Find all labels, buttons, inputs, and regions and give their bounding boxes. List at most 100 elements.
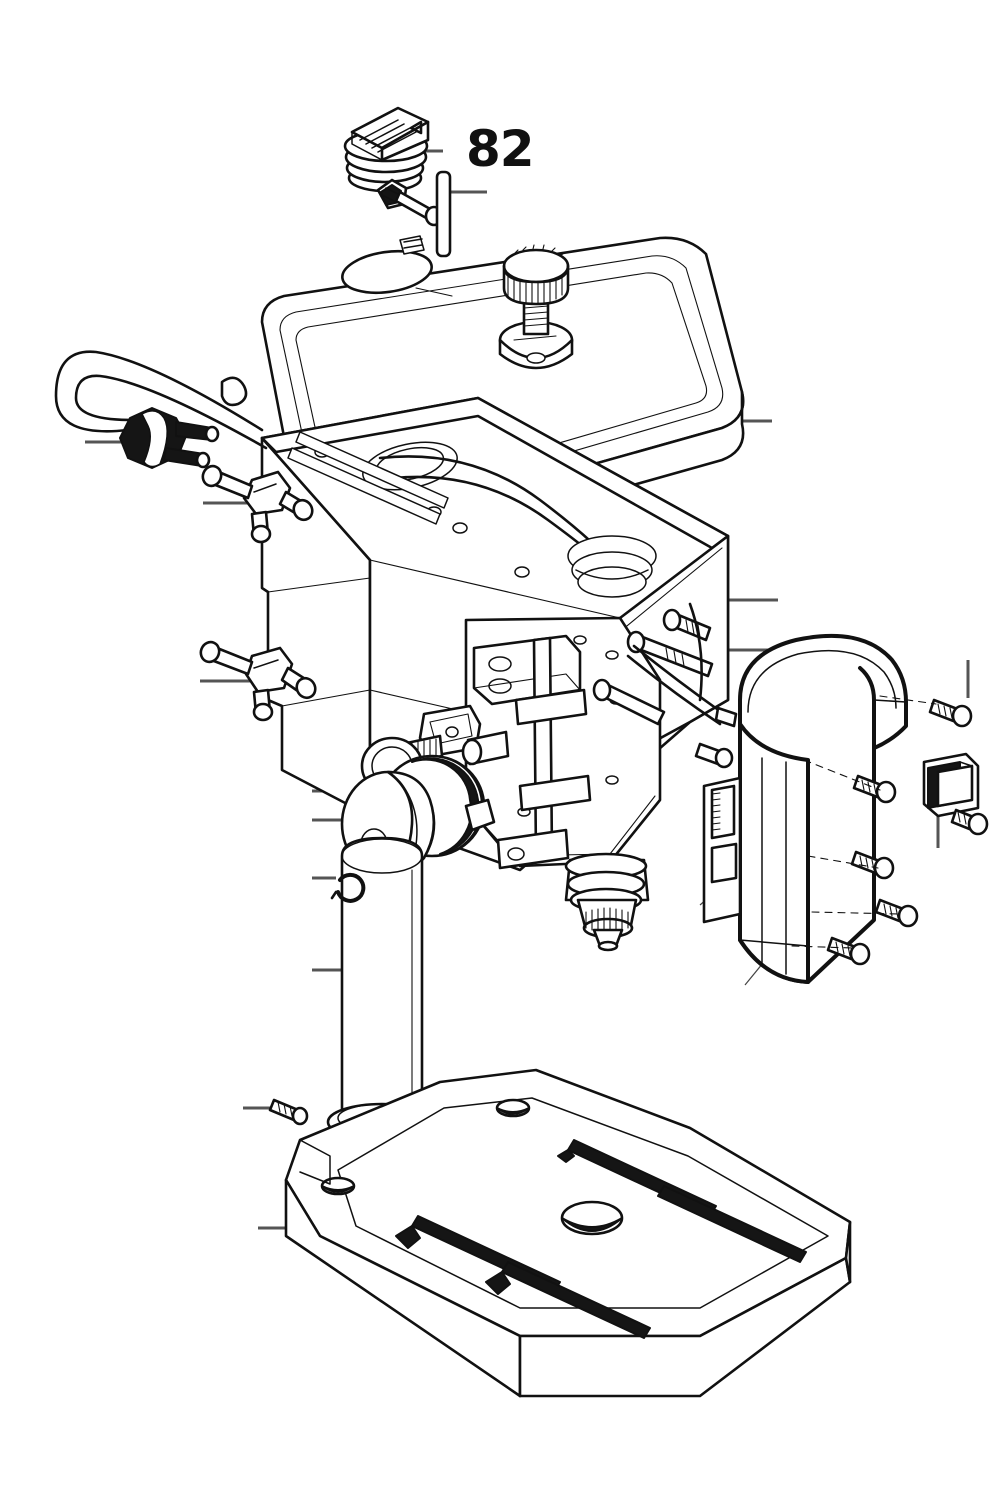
- cover-inspection-boss: [341, 249, 433, 295]
- head-hidden-3: [281, 689, 371, 707]
- cover-body-hidden: [873, 699, 907, 703]
- quill-return-spring-assembly: [340, 736, 496, 878]
- plug-strap: [141, 410, 168, 468]
- cord-outer: [54, 350, 264, 433]
- spindle-pulley-low: [577, 566, 647, 598]
- knob-head-top: [502, 248, 570, 284]
- motor-rail-2: [287, 447, 441, 525]
- knob-thread-lines: [523, 305, 549, 327]
- head-screw-a-head: [662, 608, 682, 632]
- belt-tension-knob: [498, 244, 574, 370]
- cover-screw-group: [694, 695, 989, 966]
- key-clamp-lines: [383, 187, 399, 203]
- column-tube: [340, 836, 424, 1130]
- column-top-ellipse: [341, 838, 423, 874]
- rocker-switch-edge: [959, 761, 973, 803]
- feed-handle-hub-upper: [201, 464, 314, 544]
- base-t-slot-lower: [395, 1215, 651, 1339]
- cord-inner: [74, 374, 268, 450]
- spring-dark-mass: [411, 757, 480, 855]
- plate-hole-6: [573, 635, 587, 645]
- cover-screw-7: [694, 742, 734, 769]
- chuck-key-shaft-assembly: [376, 170, 452, 258]
- switch-backplate: [702, 776, 742, 924]
- cover-assembly-guide-3: [811, 911, 901, 915]
- power-cord-with-plug: [54, 350, 268, 469]
- handle-upper-grip-c: [250, 524, 272, 544]
- plate-hole-1: [605, 650, 619, 660]
- depth-rod: [532, 636, 554, 860]
- depth-bracket-hole-2: [488, 678, 512, 694]
- belt-pulley-internals: [287, 235, 657, 598]
- head-screw-b-thread: [665, 647, 685, 667]
- chuck-key-teeth: [359, 119, 417, 153]
- chuck-knurl: [585, 907, 629, 933]
- plate-hole-3: [605, 775, 619, 785]
- wire-harness-c: [688, 602, 703, 702]
- base-hole-left-shade: [321, 1185, 355, 1193]
- handle-upper-grip-b: [292, 498, 314, 522]
- rocker-switch: [922, 752, 980, 818]
- head-right-face-line: [621, 547, 723, 631]
- spring-bracket-arm: [464, 798, 496, 832]
- knob-top-knurl: [506, 244, 565, 260]
- cover-screw-5: [874, 898, 919, 928]
- handle-lower-detail: [253, 659, 279, 669]
- cover-assembly-guide-1: [803, 759, 881, 791]
- depth-collar-1: [514, 688, 588, 726]
- chuck-key-tip: [409, 120, 423, 135]
- column-screw-thread: [277, 1101, 293, 1117]
- base-t-slot-upper: [557, 1139, 807, 1263]
- spring-housing-shade: [431, 755, 483, 857]
- wire-terminal: [714, 706, 738, 728]
- cover-body-right: [807, 759, 875, 983]
- cover-top-arc-inner: [747, 649, 897, 713]
- plug-pin-cap-upper: [204, 425, 220, 443]
- depth-collar-2: [518, 774, 592, 812]
- handle-lower-grip-b: [295, 676, 317, 700]
- plug-pin-cap-lower: [195, 451, 211, 469]
- callout-number-82: 82: [466, 120, 535, 178]
- cover-screw-1: [928, 698, 973, 728]
- base-right-edge: [844, 1220, 852, 1284]
- base-centre-boss-shade: [561, 1217, 623, 1232]
- cover-screw-2: [852, 774, 897, 804]
- chuck-nose-tip: [597, 940, 619, 952]
- handle-upper-grip-a: [201, 464, 223, 488]
- cover-lip: [739, 939, 809, 947]
- depth-collar-3-hole: [507, 847, 525, 861]
- rocker-switch-rocker: [936, 764, 974, 808]
- pinion-bracket-hole: [445, 726, 459, 738]
- depth-rod-stud-end: [461, 738, 483, 766]
- knob-base-hole: [526, 352, 546, 364]
- cover-boss-leader: [415, 287, 453, 297]
- handle-lower-hub: [244, 646, 294, 694]
- wire-harness-a: [632, 644, 726, 716]
- retaining-circlip: [330, 872, 366, 903]
- switch-box-cover: [738, 633, 908, 984]
- base-column-notch: [299, 1139, 331, 1185]
- handle-upper-hub: [242, 470, 292, 516]
- chuck-key-holder: [343, 106, 430, 193]
- knob-knurl-lines: [507, 275, 563, 305]
- chuck-key-edge: [351, 131, 383, 161]
- feed-handle-hub-lower: [199, 640, 317, 722]
- machine-base: [284, 1068, 852, 1398]
- motor-rail: [295, 431, 449, 509]
- head-screw-c-head: [592, 678, 612, 702]
- cover-assembly-guide-4: [791, 945, 853, 949]
- depth-bracket-edge: [473, 673, 581, 691]
- wire-harness-b: [626, 654, 722, 726]
- cover-assembly-guide-2: [807, 855, 879, 869]
- head-hidden-1: [369, 559, 621, 619]
- column-clamp-screw: [268, 1098, 309, 1126]
- handle-lower-grip-a: [199, 640, 221, 664]
- top-clip: [399, 235, 425, 255]
- depth-bracket-hole-1: [488, 656, 512, 672]
- cover-screw-3: [950, 808, 989, 836]
- backplate-switch-slot: [710, 842, 738, 884]
- cord-clip: [220, 376, 248, 407]
- head-hidden-4: [267, 577, 371, 593]
